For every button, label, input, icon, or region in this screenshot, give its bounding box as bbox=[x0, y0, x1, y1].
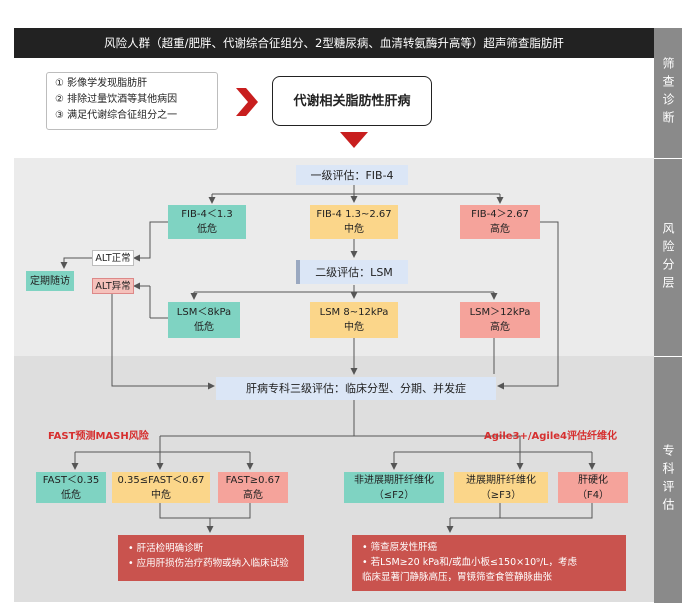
fast-mid-box: 0.35≤FAST＜0.67 中危 bbox=[112, 472, 210, 503]
level2-label: 二级评估：LSM bbox=[315, 265, 393, 279]
agile-high-stage: （F4） bbox=[576, 489, 610, 501]
diagnosis-box: 代谢相关脂肪性肝病 bbox=[272, 76, 432, 126]
fib4-high-value: FIB-4＞2.67 bbox=[471, 209, 529, 220]
criteria-item: ① 影像学发现脂肪肝 bbox=[55, 78, 148, 89]
note-left-item: • 肝活检明确诊断 bbox=[128, 543, 204, 554]
lsm-low-value: LSM＜8kPa bbox=[176, 307, 232, 318]
fast-title: FAST预测MASH风险 bbox=[48, 431, 149, 442]
fib4-low-value: FIB-4＜1.3 bbox=[181, 209, 233, 220]
alt-abnormal-box: ALT异常 bbox=[92, 278, 134, 294]
follow-up-label: 定期随访 bbox=[30, 275, 70, 287]
criteria-item: ② 排除过量饮酒等其他病因 bbox=[55, 94, 178, 105]
lsm-low-risk: 低危 bbox=[194, 322, 214, 333]
note-left-item: • 应用肝损伤治疗药物或纳入临床试验 bbox=[128, 558, 289, 569]
fast-high-box: FAST≥0.67 高危 bbox=[218, 472, 288, 503]
agile-mid-value: 进展期肝纤维化 bbox=[466, 474, 536, 486]
alt-abnormal-label: ALT异常 bbox=[95, 280, 131, 292]
criteria-item: ③ 满足代谢综合征组分之一 bbox=[55, 110, 178, 121]
fast-high-risk: 高危 bbox=[243, 489, 263, 501]
fast-mid-risk: 中危 bbox=[151, 489, 171, 501]
fib4-mid-box: FIB-4 1.3~2.67 中危 bbox=[310, 205, 398, 239]
agile-high-value: 肝硬化 bbox=[578, 474, 608, 486]
note-right: • 筛查原发性肝癌 • 若LSM≥20 kPa和/或血小板≤150×10⁹/L，… bbox=[352, 535, 626, 591]
fib4-low-box: FIB-4＜1.3 低危 bbox=[168, 205, 246, 239]
lsm-mid-value: LSM 8~12kPa bbox=[319, 307, 389, 318]
agile-mid-box: 进展期肝纤维化 （≥F3） bbox=[454, 472, 548, 503]
lsm-mid-box: LSM 8~12kPa 中危 bbox=[310, 302, 398, 338]
note-right-item: 临床显著门静脉高压，胃镜筛查食管静脉曲张 bbox=[362, 572, 553, 583]
chevron-down-arrow bbox=[340, 132, 368, 148]
level3-label: 肝病专科三级评估：临床分型、分期、并发症 bbox=[246, 382, 466, 395]
agile-high-box: 肝硬化 （F4） bbox=[558, 472, 628, 503]
chevron-right-arrow bbox=[236, 88, 258, 116]
fib4-low-risk: 低危 bbox=[197, 224, 217, 235]
side-label-stratify: 风险分层 bbox=[654, 158, 682, 357]
fast-low-value: FAST＜0.35 bbox=[42, 474, 100, 486]
note-right-item: • 筛查原发性肝癌 bbox=[362, 542, 438, 553]
level2-box: 二级评估：LSM bbox=[296, 260, 408, 284]
criteria-box: ① 影像学发现脂肪肝 ② 排除过量饮酒等其他病因 ③ 满足代谢综合征组分之一 bbox=[46, 72, 218, 130]
agile-low-stage: （≤F2） bbox=[373, 489, 415, 501]
fast-low-box: FAST＜0.35 低危 bbox=[36, 472, 106, 503]
header-bar bbox=[14, 28, 654, 58]
lsm-high-value: LSM＞12kPa bbox=[469, 307, 531, 318]
level1-box: 一级评估：FIB-4 bbox=[296, 165, 408, 185]
header-title: 风险人群（超重/肥胖、代谢综合征组分、2型糖尿病、血清转氨酶升高等）超声筛查脂肪… bbox=[104, 36, 564, 50]
lsm-low-box: LSM＜8kPa 低危 bbox=[168, 302, 240, 338]
level3-box: 肝病专科三级评估：临床分型、分期、并发症 bbox=[216, 377, 496, 400]
follow-up-box: 定期随访 bbox=[26, 271, 74, 291]
fib4-mid-risk: 中危 bbox=[344, 224, 364, 235]
agile-low-box: 非进展期肝纤维化 （≤F2） bbox=[344, 472, 444, 503]
alt-normal-box: ALT正常 bbox=[92, 250, 134, 266]
diagnosis-label: 代谢相关脂肪性肝病 bbox=[293, 93, 411, 109]
fib4-mid-value: FIB-4 1.3~2.67 bbox=[316, 209, 392, 220]
fast-low-risk: 低危 bbox=[61, 489, 81, 501]
note-right-item: • 若LSM≥20 kPa和/或血小板≤150×10⁹/L，考虑 bbox=[362, 557, 577, 568]
fast-high-value: FAST≥0.67 bbox=[225, 474, 281, 486]
alt-normal-label: ALT正常 bbox=[95, 252, 131, 264]
note-left: • 肝活检明确诊断 • 应用肝损伤治疗药物或纳入临床试验 bbox=[118, 535, 304, 581]
lsm-mid-risk: 中危 bbox=[344, 322, 364, 333]
fib4-high-risk: 高危 bbox=[490, 224, 510, 235]
agile-mid-stage: （≥F3） bbox=[480, 489, 522, 501]
fib4-high-box: FIB-4＞2.67 高危 bbox=[460, 205, 540, 239]
agile-low-value: 非进展期肝纤维化 bbox=[354, 474, 434, 486]
lsm-high-risk: 高危 bbox=[490, 322, 510, 333]
level1-label: 一级评估：FIB-4 bbox=[310, 168, 394, 182]
side-label-specialist: 专科评估 bbox=[654, 356, 682, 603]
side-label-screening: 筛查诊断 bbox=[654, 28, 682, 158]
agile-title: Agile3+/Agile4评估纤维化 bbox=[484, 431, 618, 442]
lsm-high-box: LSM＞12kPa 高危 bbox=[460, 302, 540, 338]
fast-mid-value: 0.35≤FAST＜0.67 bbox=[117, 474, 205, 486]
